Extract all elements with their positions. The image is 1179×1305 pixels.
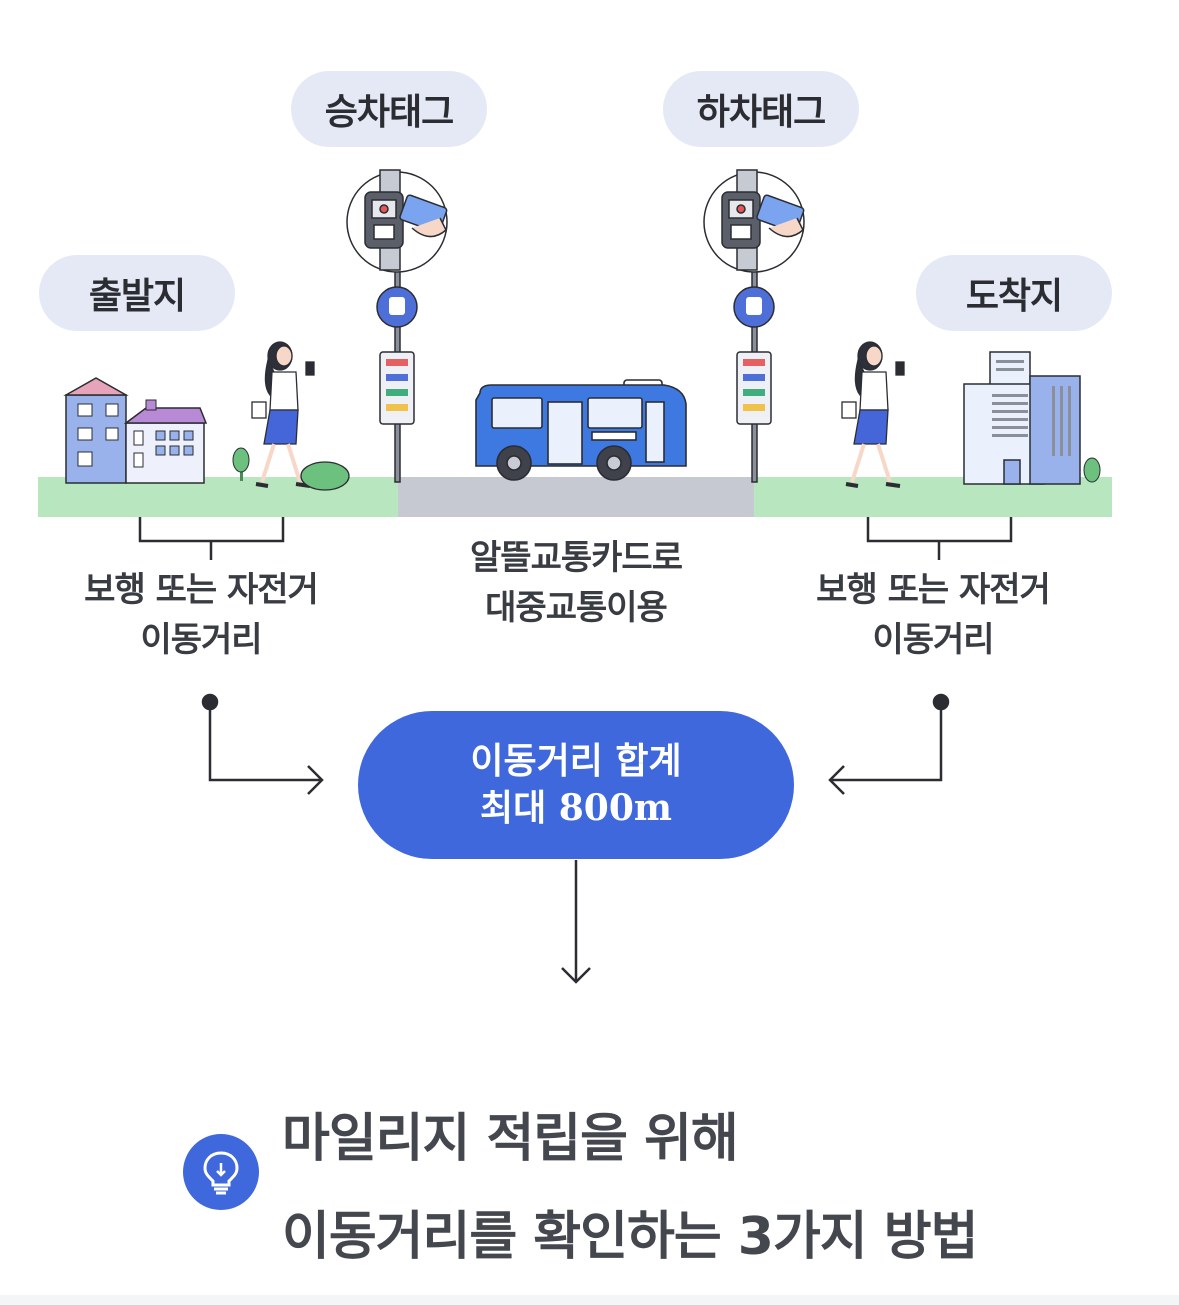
destination-label: 도착지 xyxy=(916,255,1112,331)
bush-icon xyxy=(300,461,350,491)
lightbulb-icon xyxy=(183,1134,259,1210)
transit-caption: 알뜰교통카드로 대중교통이용 xyxy=(416,533,736,633)
walk-caption-right-line1: 보행 또는 자전거 xyxy=(816,570,1051,610)
bus-stop-left xyxy=(346,169,448,483)
alighting-tag-label: 하차태그 xyxy=(663,71,859,147)
bus-stop-right xyxy=(703,169,805,483)
arrow-left xyxy=(208,702,322,782)
origin-label: 출발지 xyxy=(39,255,235,331)
walk-caption-left-line1: 보행 또는 자전거 xyxy=(84,570,319,610)
tip-heading-line2: 이동거리를 확인하는 3가지 방법 xyxy=(282,1207,978,1267)
journey-illustration xyxy=(38,169,1112,560)
arrow-right xyxy=(830,702,943,782)
tip-heading: 마일리지 적립을 위해 이동거리를 확인하는 3가지 방법 xyxy=(282,1090,1162,1286)
flow-arrows xyxy=(201,693,950,984)
bottom-divider xyxy=(0,1295,1179,1305)
bracket-right xyxy=(866,517,1013,560)
road xyxy=(398,477,754,517)
total-distance-max: 최대 800m xyxy=(479,787,672,829)
walk-caption-left-line2: 이동거리 xyxy=(140,620,262,660)
walk-caption-right: 보행 또는 자전거 이동거리 xyxy=(768,565,1098,665)
building-icon xyxy=(963,351,1081,485)
total-distance-title: 이동거리 합계 xyxy=(470,741,682,782)
boarding-tag-label: 승차태그 xyxy=(291,71,487,147)
total-distance-box: 이동거리 합계 최대 800m xyxy=(358,711,794,859)
bus-icon xyxy=(475,379,687,481)
tip-heading-line1: 마일리지 적립을 위해 xyxy=(282,1109,739,1169)
transit-caption-line2: 대중교통이용 xyxy=(485,588,668,628)
walking-person-icon xyxy=(841,341,905,488)
tree-icon xyxy=(232,447,250,481)
tree-icon xyxy=(1083,457,1101,483)
bracket-left xyxy=(138,517,285,560)
walk-caption-left: 보행 또는 자전거 이동거리 xyxy=(36,565,366,665)
transit-caption-line1: 알뜰교통카드로 xyxy=(470,538,683,578)
house-icon xyxy=(63,377,208,484)
walking-person-icon xyxy=(251,341,315,488)
walk-caption-right-line2: 이동거리 xyxy=(872,620,994,660)
